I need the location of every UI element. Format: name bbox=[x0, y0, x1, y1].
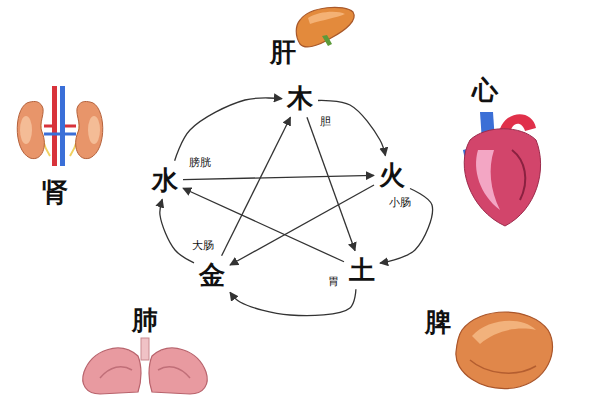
organ-subname: 大肠 bbox=[192, 240, 214, 252]
element-text: 火 bbox=[379, 161, 405, 190]
organ-name: 脾 bbox=[425, 308, 451, 337]
organ-subname: 膀胱 bbox=[189, 157, 211, 169]
generating-arrow bbox=[318, 100, 385, 155]
controlling-arrow bbox=[183, 175, 374, 179]
organ-subname: 胃 bbox=[328, 276, 339, 288]
organ-name: 心 bbox=[472, 76, 498, 105]
element-text: 土 bbox=[349, 256, 375, 285]
organ-name: 肝 bbox=[270, 38, 296, 67]
organ-subname: 胆 bbox=[320, 116, 331, 128]
element-node: 金 bbox=[196, 258, 228, 293]
lung-illustration bbox=[83, 338, 207, 394]
controlling-arrow bbox=[307, 117, 355, 250]
organ-subname: 小肠 bbox=[389, 197, 411, 209]
element-text: 金 bbox=[199, 261, 225, 290]
element-node: 土 bbox=[346, 253, 378, 288]
controlling-arrow bbox=[183, 188, 344, 262]
element-node: 木 bbox=[284, 81, 316, 116]
organ-name: 肾 bbox=[42, 178, 68, 207]
heart-illustration bbox=[463, 112, 541, 226]
generating-arrow bbox=[380, 189, 433, 264]
element-text: 木 bbox=[287, 84, 313, 113]
element-text: 水 bbox=[152, 166, 178, 195]
controlling-arrow bbox=[222, 117, 291, 255]
organ-name: 肺 bbox=[132, 306, 158, 335]
spleen-illustration bbox=[456, 312, 553, 389]
generating-arrow bbox=[230, 289, 356, 315]
kidney-illustration bbox=[17, 86, 103, 166]
controlling-arrow bbox=[230, 185, 374, 265]
liver-illustration bbox=[296, 7, 354, 47]
element-node: 水 bbox=[149, 163, 181, 198]
generating-arrow bbox=[175, 98, 282, 161]
generating-arrow bbox=[160, 199, 194, 263]
element-node: 火 bbox=[376, 158, 408, 193]
